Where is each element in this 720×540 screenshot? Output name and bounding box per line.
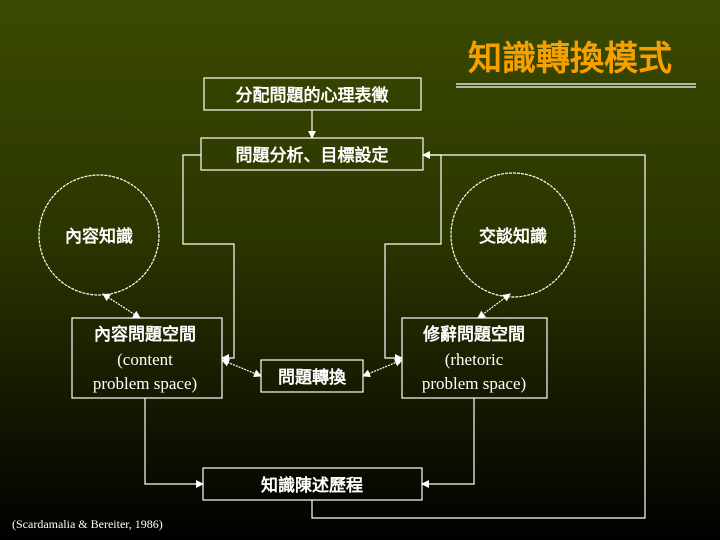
arrow-analysis-content [182, 154, 235, 362]
circle-content-knowledge: 內容知識 [38, 174, 160, 296]
box-rhetoric-space: 修辭問題空間 (rhetoric problem space) [401, 317, 548, 399]
box-analysis: 問題分析、目標設定 [200, 137, 424, 171]
box-telling: 知識陳述歷程 [202, 467, 423, 501]
content-space-zh: 內容問題空間 [94, 324, 196, 345]
content-knowledge-label: 內容知識 [65, 226, 133, 247]
box-representation-label: 分配問題的心理表徵 [236, 85, 390, 106]
box-content-space: 內容問題空間 (content problem space) [71, 317, 223, 399]
box-representation: 分配問題的心理表徵 [203, 77, 422, 111]
arrow-knowledge-rhetoric [477, 293, 511, 319]
arrow-feedback-loop [311, 151, 646, 519]
rhetoric-space-zh: 修辭問題空間 [422, 324, 525, 345]
box-analysis-label: 問題分析、目標設定 [236, 145, 389, 166]
content-space-en1: (content [117, 350, 173, 369]
box-translation: 問題轉換 [260, 359, 364, 393]
box-translation-label: 問題轉換 [278, 367, 347, 388]
arrow-knowledge-content [102, 293, 141, 319]
citation: (Scardamalia & Bereiter, 1986) [12, 517, 163, 531]
arrow-translation-rhetoric [362, 358, 403, 378]
arrow-rhetoric-telling [421, 398, 475, 488]
circle-discourse-knowledge: 交談知識 [450, 172, 576, 298]
box-telling-label: 知識陳述歷程 [260, 475, 363, 496]
rhetoric-space-en1: (rhetoric [445, 350, 504, 369]
arrow-content-telling [144, 398, 204, 488]
discourse-knowledge-label: 交談知識 [479, 226, 547, 247]
slide-title: 知識轉換模式 [468, 39, 672, 79]
arrow-content-translation [221, 358, 262, 378]
content-space-en2: problem space) [93, 374, 197, 393]
rhetoric-space-en2: problem space) [422, 374, 526, 393]
